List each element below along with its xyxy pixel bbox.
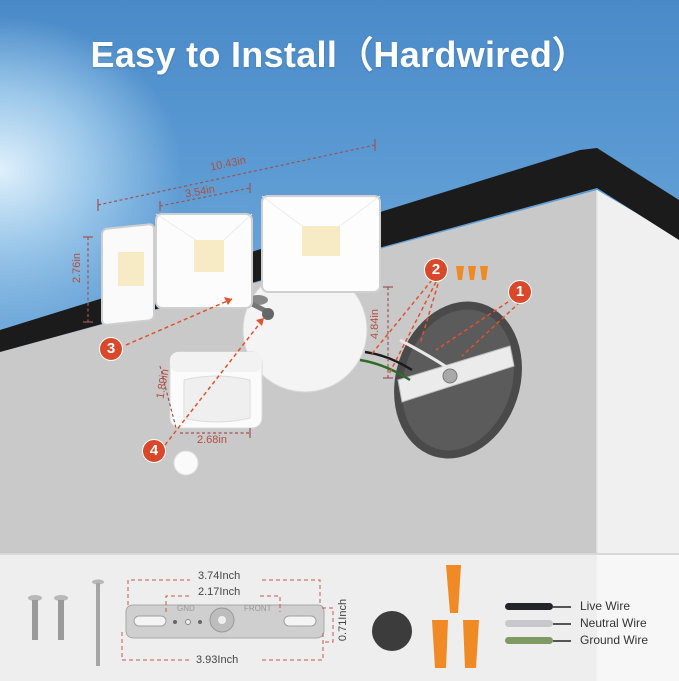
long-screw-icon [92,579,104,666]
mount-height-label: 4.84in [368,309,381,339]
installation-scene [0,139,679,553]
page-title: Easy to Install（Hardwired） [90,34,589,75]
rubber-plug-icon [372,611,412,651]
live-wire-icon [505,603,553,610]
bracket-stamp-gnd: GND [177,604,195,613]
callout-1: 1 [508,280,532,304]
screw-icon [28,595,68,640]
junction-box-icon [359,301,522,459]
sensor-width-label: 2.68in [197,434,227,446]
mounting-bracket-icon [125,604,325,639]
bracket-thickness-label: 0.71Inch [337,598,350,642]
rubber-plug-icon [173,450,199,476]
callout-4: 4 [142,439,166,463]
bracket-inner-width-label: 2.17Inch [198,586,241,598]
callout-2: 2 [424,258,448,282]
wall-side [597,190,679,553]
accessories-panel [0,553,679,681]
wire-nut-icon [456,266,488,280]
callout-3: 3 [99,337,123,361]
motion-sensor-icon [169,351,263,429]
bracket-outer-width-label: 3.74Inch [198,570,241,582]
bracket-bottom-width-label: 3.93Inch [196,654,239,666]
head-height-label: 2.76in [70,253,83,283]
bracket-stamp-front: FRONT [244,604,272,613]
neutral-wire-icon [505,620,553,627]
wire-nut-icon [432,565,479,668]
ground-wire-icon [505,637,553,644]
accessories-drawing [28,565,479,668]
flood-light-icon [101,195,381,326]
